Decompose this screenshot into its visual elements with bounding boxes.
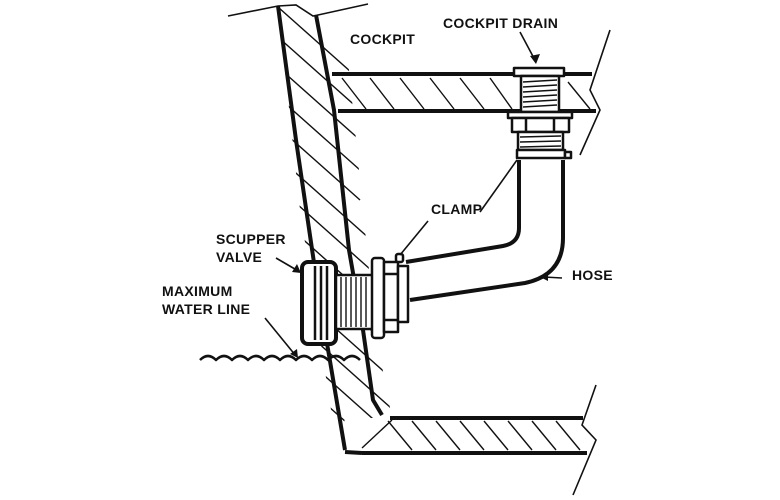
arrowhead-icon [540, 273, 548, 281]
cockpit-sole [332, 29, 611, 156]
clamp-leader-bottom [399, 220, 429, 256]
cockpit-drain-fitting [506, 66, 574, 160]
arrowhead-icon [292, 264, 301, 273]
water-line [199, 354, 361, 362]
label-hose: HOSE [572, 267, 613, 283]
label-cockpit-drain: COCKPIT DRAIN [443, 15, 558, 31]
label-scupper-valve-2: VALVE [216, 249, 262, 265]
hose [405, 160, 565, 302]
arrowhead-icon [530, 54, 540, 64]
label-cockpit: COCKPIT [350, 31, 415, 47]
bottom-slab [344, 384, 597, 496]
clamp-leader-top [479, 159, 518, 213]
label-clamp: CLAMP [431, 201, 482, 217]
leader-lines [264, 31, 563, 358]
arrowhead-icon [290, 349, 298, 358]
label-scupper-valve-1: SCUPPER [216, 231, 286, 247]
scupper-valve [300, 252, 410, 346]
label-max-water-1: MAXIMUM [162, 283, 233, 299]
water-line-leader [264, 317, 297, 357]
label-max-water-2: WATER LINE [162, 301, 250, 317]
